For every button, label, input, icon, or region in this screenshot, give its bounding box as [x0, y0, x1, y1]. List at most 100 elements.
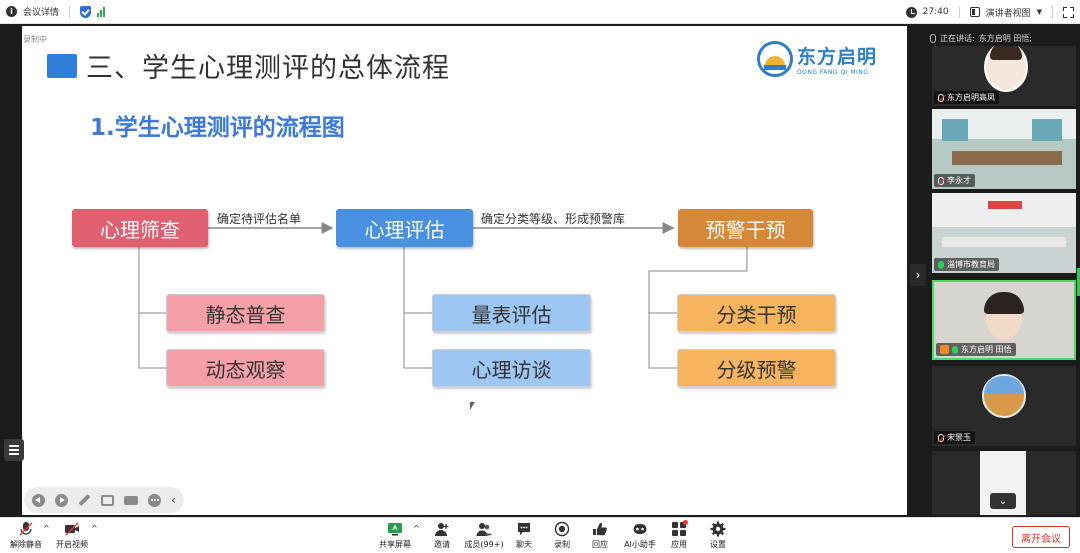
- unmute-label: 解除静音: [10, 540, 42, 549]
- mic-icon: [938, 260, 944, 269]
- participant-tile[interactable]: 东方启明高凤: [932, 46, 1076, 106]
- shared-slide: 录制中 三、学生心理测评的总体流程 东方启明 DONG FANG QI MING…: [22, 26, 907, 515]
- speaking-names: 东方启明 田悟;: [978, 33, 1032, 43]
- divider: [69, 5, 71, 18]
- node-assessment: 心理评估: [336, 209, 473, 247]
- recording-indicator: 录制中: [22, 34, 47, 45]
- next-page-icon[interactable]: [55, 493, 68, 507]
- participant-name-tag: 淄博市教育局: [934, 258, 999, 271]
- view-mode-label[interactable]: 演讲者视图: [985, 8, 1031, 19]
- camera-icon[interactable]: [124, 495, 138, 505]
- previous-page-icon[interactable]: [32, 493, 45, 507]
- slide-title: 三、学生心理测评的总体流程: [86, 53, 450, 84]
- muted-mic-icon: [938, 176, 944, 185]
- speaking-label: 正在讲话:: [940, 33, 975, 43]
- start-video-button[interactable]: 开启视频: [50, 521, 94, 550]
- reply-button[interactable]: 回应: [578, 521, 622, 550]
- record-label: 录制: [554, 540, 570, 549]
- members-icon: [476, 521, 492, 537]
- unmute-button[interactable]: 解除静音: [4, 521, 48, 550]
- chevron-up-icon[interactable]: ^: [43, 524, 50, 533]
- collapse-toolbar-icon[interactable]: ‹: [171, 493, 176, 507]
- view-mode-icon[interactable]: [969, 7, 980, 17]
- participant-name: 宋景玉: [947, 433, 971, 442]
- participant-name: 东方启明高凤: [947, 93, 995, 102]
- participant-tile[interactable]: 淄博市教育局: [932, 193, 1076, 273]
- more-icon[interactable]: [148, 493, 161, 507]
- apps-button[interactable]: 应用: [657, 520, 701, 550]
- shield-icon[interactable]: [80, 5, 92, 18]
- screenshot-icon[interactable]: [101, 494, 114, 506]
- mouse-cursor-icon: [470, 402, 475, 410]
- node-screening: 心理筛查: [72, 209, 208, 247]
- side-menu-icon[interactable]: [4, 439, 24, 461]
- muted-mic-icon: [18, 521, 34, 537]
- participant-tile-active[interactable]: 东方启明 田悟: [932, 280, 1076, 360]
- participant-name: 李永才: [947, 176, 971, 185]
- signal-icon[interactable]: [97, 6, 106, 17]
- apps-label: 应用: [671, 540, 687, 549]
- ai-assistant-button[interactable]: AI小助手: [618, 521, 662, 550]
- slide-subtitle: 1.学生心理测评的流程图: [90, 115, 345, 141]
- participant-tile[interactable]: 宋景玉: [932, 366, 1076, 446]
- participant-tile[interactable]: ⌄: [932, 451, 1076, 515]
- chevron-down-icon[interactable]: ⌄: [990, 493, 1016, 509]
- share-screen-button[interactable]: 共享屏幕: [373, 521, 417, 550]
- members-label: 成员(99+): [464, 540, 504, 549]
- mic-icon: [952, 345, 958, 354]
- connector-group-3: [648, 247, 748, 369]
- recording-label: 录制中: [23, 35, 47, 44]
- chevron-up-icon[interactable]: ^: [413, 524, 420, 533]
- meeting-timer: 27:40: [922, 7, 949, 17]
- clock-icon: [905, 6, 917, 18]
- settings-button[interactable]: 设置: [696, 521, 740, 550]
- video-banner: [988, 201, 1022, 209]
- meeting-toolbar: 解除静音 ^ 开启视频 ^ 共享屏幕 ^ 邀请 成员(99+) 聊天: [0, 517, 1080, 553]
- ai-assistant-icon: [632, 521, 648, 537]
- gear-icon: [710, 521, 726, 537]
- video-window: [1032, 119, 1062, 141]
- node-dynamic-observation: 动态观察: [166, 349, 325, 387]
- video-desks: [952, 151, 1062, 165]
- node-graded-warning: 分级预警: [677, 349, 836, 387]
- chevron-right-icon[interactable]: ›: [910, 264, 926, 286]
- arrow-label-2: 确定分类等级、形成预警库: [481, 212, 626, 226]
- participant-tile[interactable]: 李永才: [932, 109, 1076, 189]
- divider: [1052, 6, 1053, 18]
- host-icon: [940, 345, 949, 354]
- start-video-label: 开启视频: [56, 540, 88, 549]
- fullscreen-icon[interactable]: [1063, 6, 1074, 18]
- chevron-down-icon[interactable]: ▼: [1036, 8, 1042, 16]
- node-intervention: 预警干预: [678, 209, 813, 247]
- leave-meeting-button[interactable]: 离开会议: [1012, 526, 1070, 548]
- video-background: [932, 193, 1076, 227]
- participant-name: 东方启明 田悟: [961, 345, 1012, 354]
- muted-mic-icon: [938, 93, 944, 102]
- chat-button[interactable]: 聊天: [502, 521, 546, 550]
- info-icon[interactable]: i: [6, 6, 17, 17]
- chat-label: 聊天: [516, 540, 532, 549]
- record-button[interactable]: 录制: [540, 521, 584, 550]
- members-button[interactable]: 成员(99+): [460, 521, 508, 550]
- ai-assistant-label: AI小助手: [624, 540, 656, 549]
- node-classified-intervention: 分类干预: [677, 294, 836, 332]
- participant-name: 淄博市教育局: [947, 260, 995, 269]
- meeting-details-link[interactable]: 会议详情: [23, 8, 60, 18]
- chevron-up-icon[interactable]: ^: [91, 524, 98, 533]
- node-scale-assessment: 量表评估: [432, 294, 591, 332]
- speaking-indicator: 正在讲话: 东方启明 田悟;: [930, 30, 1080, 46]
- node-interview: 心理访谈: [432, 349, 591, 387]
- annotation-toolbar: ‹: [24, 487, 184, 513]
- pen-icon[interactable]: [78, 493, 91, 507]
- connector-group-2: [403, 247, 432, 369]
- avatar-sky: [984, 376, 1024, 394]
- share-screen-icon: [387, 521, 403, 537]
- title-marker: [47, 54, 77, 78]
- invite-icon: [434, 521, 450, 537]
- logo-text-cn: 东方启明: [797, 46, 878, 68]
- notification-dot: [683, 520, 688, 525]
- apps-icon: [671, 520, 688, 537]
- invite-button[interactable]: 邀请: [420, 521, 464, 550]
- share-screen-label: 共享屏幕: [379, 540, 411, 549]
- mic-icon: [930, 33, 936, 43]
